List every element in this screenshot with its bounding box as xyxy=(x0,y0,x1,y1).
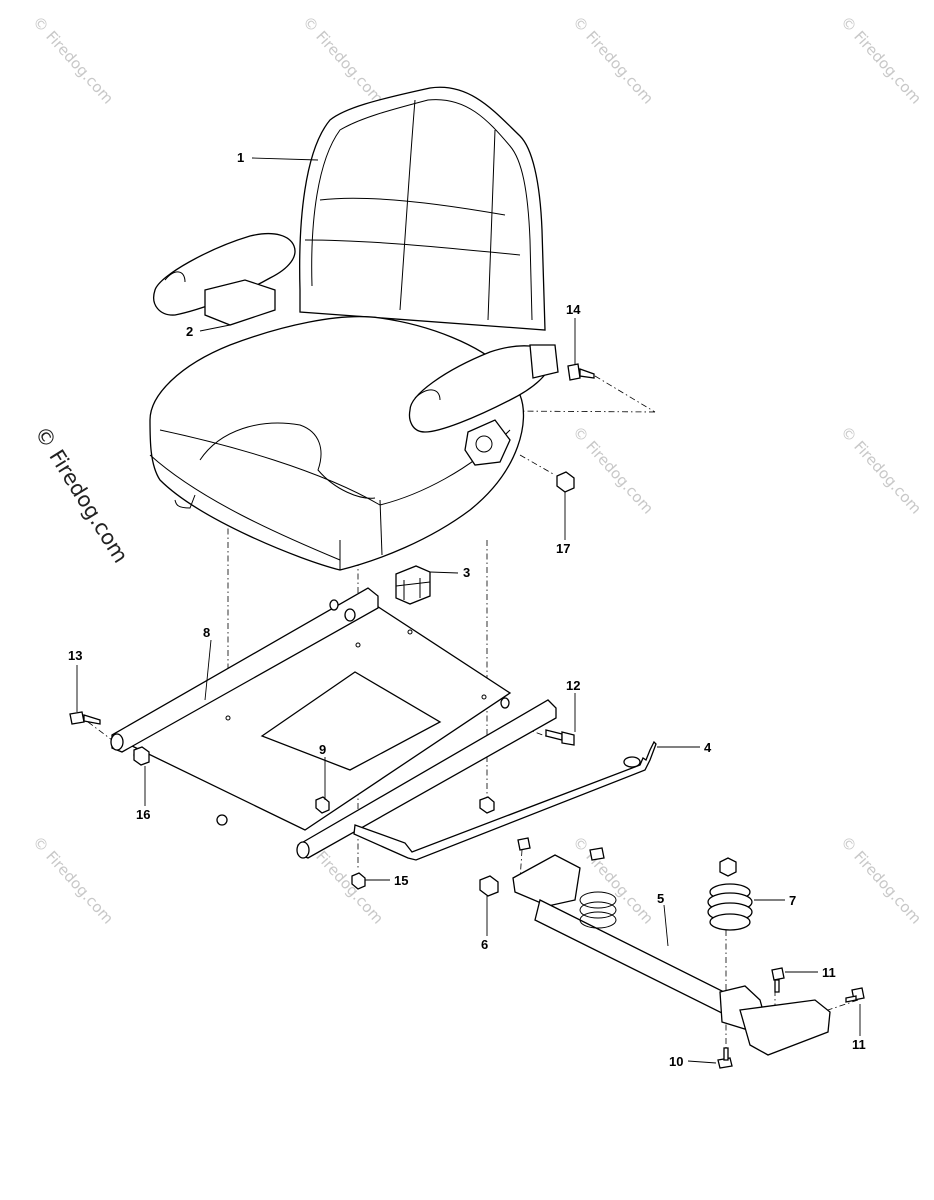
callout-11-upper: 11 xyxy=(822,965,836,980)
frame-bolts xyxy=(717,967,865,1069)
hardware xyxy=(69,363,595,890)
seat-plate-assembly xyxy=(110,587,557,859)
watermark-text: © Firedog.com xyxy=(837,13,925,108)
leader-lines xyxy=(76,157,861,1064)
callout-9: 9 xyxy=(319,742,326,757)
suspension-spring xyxy=(707,857,753,931)
callout-11-lower: 11 xyxy=(852,1037,866,1052)
watermark-text: © Firedog.com xyxy=(569,423,657,518)
callout-1: 1 xyxy=(237,150,244,165)
callout-17: 17 xyxy=(556,541,570,556)
callout-5: 5 xyxy=(657,891,664,906)
watermark-text: © Firedog.com xyxy=(837,833,925,928)
seat-switch xyxy=(395,565,431,605)
callout-3: 3 xyxy=(463,565,470,580)
watermark-text: © Firedog.com xyxy=(29,833,117,928)
adjust-rod xyxy=(353,740,657,861)
callout-7: 7 xyxy=(789,893,796,908)
seat-assembly xyxy=(149,86,559,571)
callout-8: 8 xyxy=(203,625,210,640)
watermark-text: © Firedog.com xyxy=(837,423,925,518)
callout-13: 13 xyxy=(68,648,82,663)
callout-14: 14 xyxy=(566,302,581,317)
callout-2: 2 xyxy=(186,324,193,339)
watermark-text-main: © Firedog.com xyxy=(30,422,133,567)
callout-15: 15 xyxy=(394,873,408,888)
watermark-text: © Firedog.com xyxy=(299,13,387,108)
callout-16: 16 xyxy=(136,807,150,822)
suspension-frame xyxy=(479,837,831,1056)
callout-12: 12 xyxy=(566,678,580,693)
watermark-text: © Firedog.com xyxy=(29,13,117,108)
callout-4: 4 xyxy=(704,740,712,755)
watermark-text: © Firedog.com xyxy=(569,13,657,108)
callout-6: 6 xyxy=(481,937,488,952)
callout-10: 10 xyxy=(669,1054,683,1069)
callout-labels: 1 2 3 4 5 6 7 8 9 10 11 11 12 13 14 15 1… xyxy=(68,150,866,1069)
